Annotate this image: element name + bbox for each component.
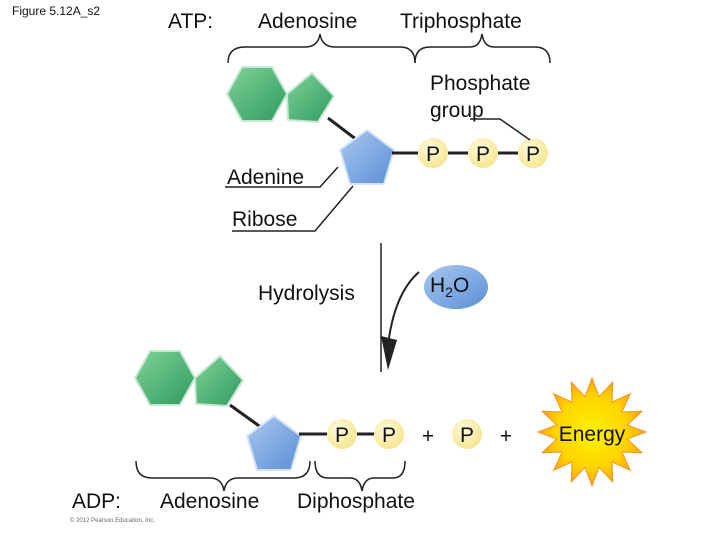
ribose-pointer	[232, 185, 354, 232]
energy-label: Energy	[559, 423, 626, 446]
water-formula: H2O	[430, 274, 469, 300]
atp-phosphate-2-label: P	[476, 143, 490, 166]
atp-adenine-pentagon	[285, 71, 336, 124]
phosphate-group-pointer	[470, 118, 531, 141]
water-h: H	[430, 274, 446, 297]
adp-adenine-pentagon	[193, 354, 245, 408]
phosphate-group-label: Phosphate group	[430, 70, 530, 124]
adp-adenine-hexagon	[133, 350, 197, 406]
adp-adenine-ribose-bond	[229, 403, 263, 430]
atp-adenine-hexagon	[225, 66, 289, 122]
ribose-label: Ribose	[232, 208, 298, 231]
adenine-pointer	[225, 166, 339, 188]
atp-phosphate-1-label: P	[426, 143, 440, 166]
hydrolysis-label: Hydrolysis	[258, 282, 355, 305]
adp-phosphate-1: P	[327, 419, 357, 449]
hydrolysis-curved-arrow	[388, 271, 420, 339]
adp-phosphate-1-label: P	[335, 424, 349, 447]
hydrolysis-arrowhead	[381, 336, 397, 370]
atp-phosphate-3-label: P	[526, 143, 540, 166]
atp-ribose-pentagon	[338, 128, 396, 185]
water-subscript: 2	[445, 284, 453, 301]
plus-sign-1: +	[422, 425, 434, 448]
free-phosphate-label: P	[460, 424, 474, 447]
atp-phosphate-3: P	[518, 138, 548, 168]
plus-sign-2: +	[500, 425, 512, 448]
triphosphate-brace	[414, 33, 551, 64]
adp-prefix-label: ADP:	[72, 490, 122, 513]
energy-starburst-icon	[536, 376, 648, 488]
atp-adenine-ribose-bond	[327, 116, 358, 142]
water-bubble	[424, 265, 488, 309]
phosphate-group-line1: Phosphate	[430, 72, 531, 95]
adp-phosphate-2-label: P	[382, 424, 396, 447]
adp-ribose-pentagon	[245, 414, 303, 471]
adenosine-brace	[227, 33, 416, 64]
adp-phosphate-2: P	[374, 419, 404, 449]
figure-label: Figure 5.12A_s2	[12, 4, 101, 18]
atp-phosphate-1: P	[418, 138, 448, 168]
atp-prefix-label: ATP:	[168, 10, 214, 33]
adp-diphosphate-brace	[314, 460, 406, 492]
copyright-notice: © 2012 Pearson Education, Inc.	[70, 518, 155, 524]
atp-phosphate-2: P	[468, 138, 498, 168]
atp-triphosphate-label: Triphosphate	[400, 10, 522, 33]
atp-adenosine-label: Adenosine	[258, 10, 358, 33]
adp-diphosphate-label: Diphosphate	[297, 490, 415, 513]
phosphate-group-line2: group	[430, 99, 484, 122]
water-o: O	[452, 274, 470, 297]
adenine-label: Adenine	[227, 166, 305, 189]
adp-adenosine-label: Adenosine	[160, 490, 260, 513]
free-phosphate: P	[452, 419, 482, 449]
adp-adenosine-brace	[135, 460, 311, 492]
